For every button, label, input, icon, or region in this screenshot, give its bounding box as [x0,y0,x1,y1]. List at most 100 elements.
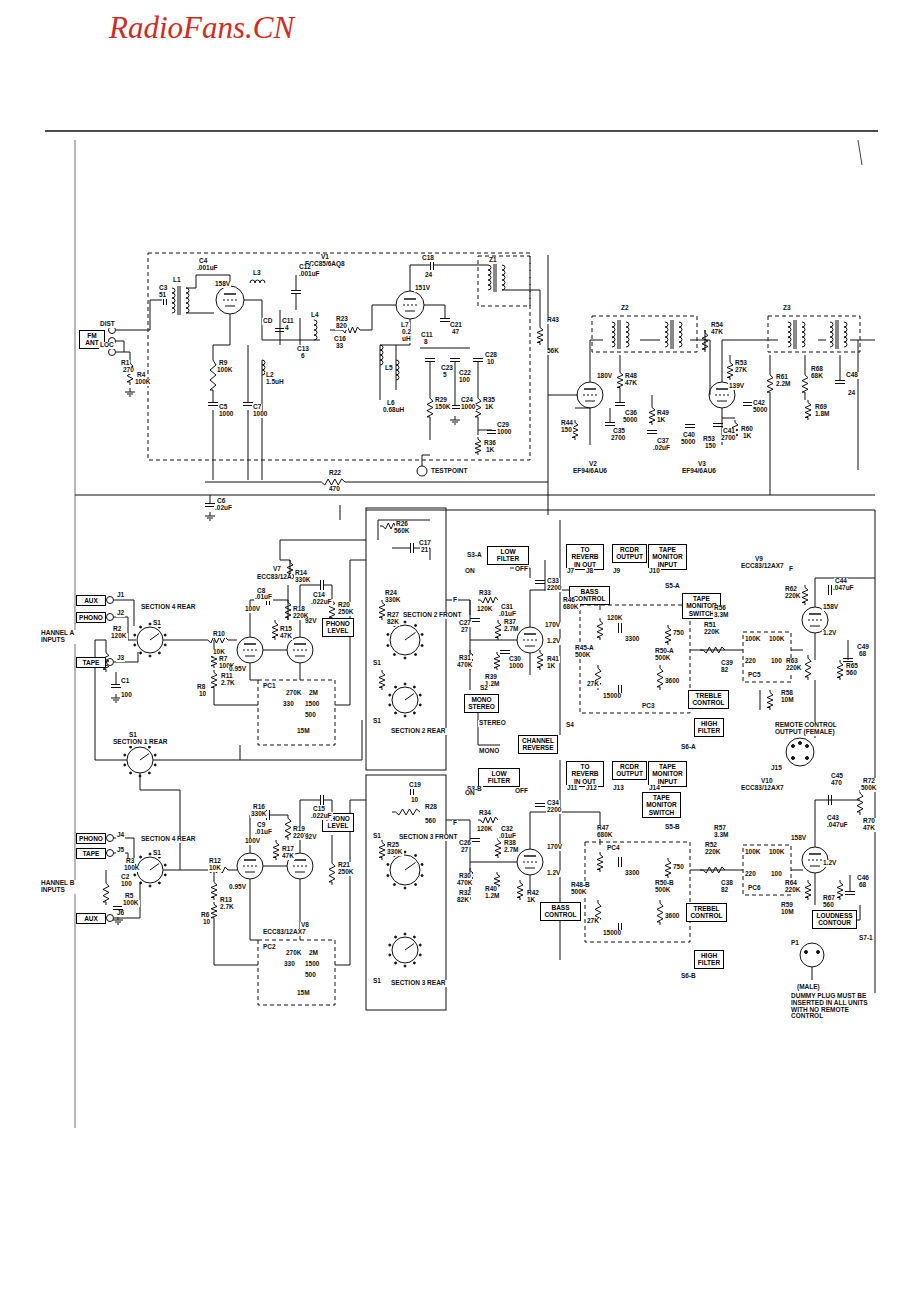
component-label: S1 [372,833,382,840]
component-label: C14 [312,592,326,599]
component-label: V10 [760,778,774,785]
switch-contact [158,652,160,654]
component-label: 47K [624,380,638,387]
component-label: 100K [123,865,141,872]
filter-network-outline [743,632,791,682]
wire [360,305,396,330]
resistor-symbol [597,618,603,640]
tube-cathode [295,872,305,873]
wire [116,672,117,684]
switch-contact [404,683,406,685]
component-label: 5000 [680,439,696,446]
rotary-switch [137,857,163,883]
ground-symbol [207,518,213,519]
transformer-core [671,320,672,349]
component-label: 250K [337,609,355,616]
component-label: R60 [740,426,754,433]
component-label: SECTION 3 FRONT [398,834,459,841]
component-label: R20 [337,602,351,609]
component-label: 47K [281,853,295,860]
wire [244,300,262,301]
switch-contact [395,936,397,938]
component-label: R70 [862,818,876,825]
switch-contact [415,884,417,886]
component-label: R51 [703,622,717,629]
resistor-symbol [802,585,808,605]
screw-terminal [109,349,116,356]
component-label: 1K [656,417,666,424]
tube-plate [524,855,536,857]
component-label: R17 [281,846,295,853]
tube-cathode [717,401,727,402]
component-label: C39 [720,660,734,667]
component-label: 10 [198,691,207,698]
component-label: SECTION 1 REAR [112,739,169,746]
tube-plate [716,388,728,390]
component-label: 24 [847,390,856,397]
component-label: 47 [451,329,460,336]
resistor-symbol [837,880,843,900]
resistor-symbol [767,372,773,395]
switch-contact [404,715,406,717]
component-label: C1 [120,678,130,685]
component-label: R23 [335,316,349,323]
tube-grid [293,866,307,867]
box-text: MONO STEREO [467,696,496,711]
ground-symbol [205,516,215,517]
capacitor-symbol [291,293,301,294]
page-mark [858,140,862,165]
component-label: S2 [479,685,489,692]
component-label: .01uF [254,594,273,601]
tube-cathode [810,626,820,627]
component-label: J9 [612,568,621,575]
component-label: R18 [292,606,306,613]
switch-contact [164,864,166,866]
panel-label-box: CHANNEL REVERSE [518,735,558,754]
component-label: 1K [742,433,752,440]
wire [228,640,237,641]
wire [262,300,320,340]
wire [610,408,611,422]
component-label: R64 [784,880,798,887]
transformer-core [178,286,179,315]
resistor-symbol [857,790,863,815]
wire [652,395,653,405]
switch-contact [421,863,423,865]
component-label: 1500 [304,961,320,968]
switch-contact [395,686,397,688]
wire [812,967,813,980]
component-label: 2.7M [503,626,519,633]
tube-plate [294,643,306,645]
capacitor-symbol [843,658,853,659]
switch-contact [158,882,160,884]
component-label: C29 [496,422,510,429]
resistor-symbol [318,479,345,485]
component-label: C23 [440,365,454,372]
component-label: ON [464,568,476,575]
coil-symbol [250,280,265,283]
transformer-core [794,320,795,349]
switch-contact [134,874,136,876]
transformer-core [618,320,619,349]
component-label: S6-A [680,744,697,751]
wire [270,815,288,816]
component-label: R29 [434,397,448,404]
capacitor-symbol [473,358,483,359]
tube-symbol [517,627,543,653]
switch-wiper [405,944,414,951]
wire [366,510,875,511]
switch-contact [415,854,417,856]
input-jack [107,614,114,621]
component-label: 500K [570,889,588,896]
wire [414,548,430,560]
component-label: S3-A [466,552,483,559]
component-label: R65 [845,663,859,670]
component-label: R44 [560,420,574,427]
component-label: 15000 [602,930,622,937]
component-label: Z1 [488,257,498,264]
component-label: 5000 [752,407,768,414]
resistor-symbol [379,670,385,690]
component-label: C12 [298,264,312,271]
capacitor-symbol [535,583,545,584]
component-label: LOC [99,342,115,349]
